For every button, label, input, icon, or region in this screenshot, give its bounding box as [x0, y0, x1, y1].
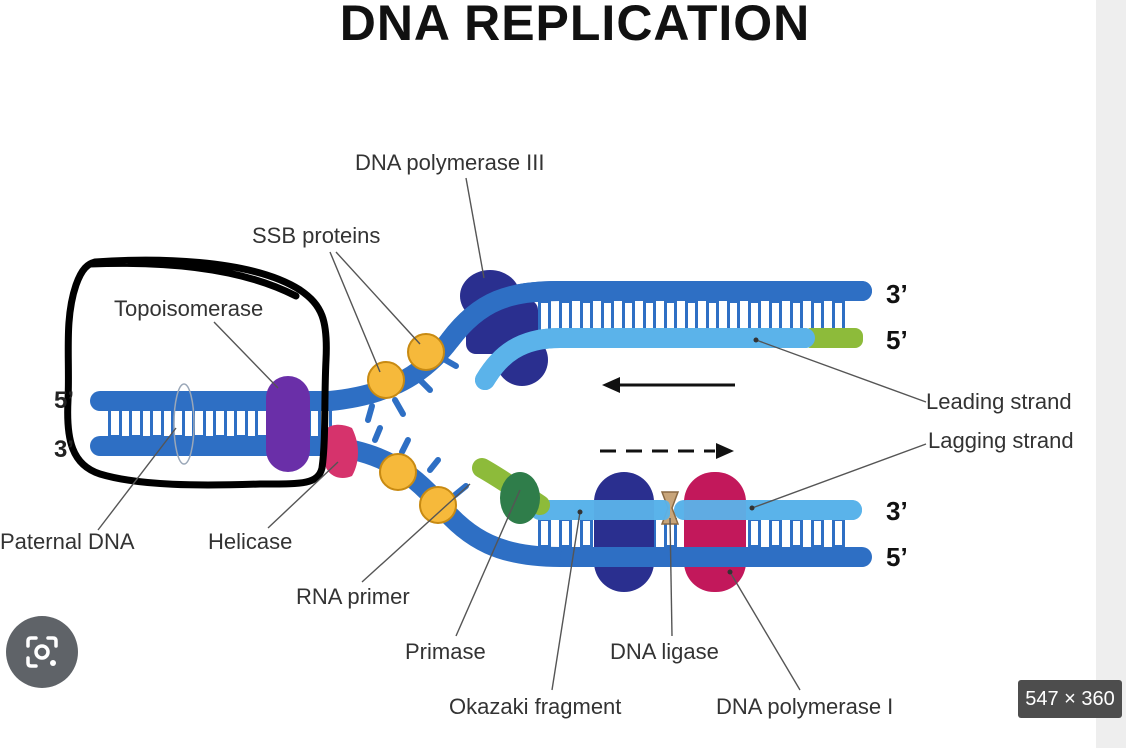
ssb-protein	[367, 361, 405, 399]
end-label-right-lower-top: 3’	[886, 496, 908, 526]
label-leading-strand: Leading strand	[926, 389, 1072, 414]
base-pair	[538, 300, 551, 338]
base-pair	[213, 408, 227, 438]
ssb-protein	[407, 333, 445, 371]
leader-dots	[577, 337, 759, 575]
base-pair	[832, 518, 845, 548]
upper-ssb-stubs	[365, 355, 459, 423]
base-pair	[234, 408, 248, 438]
base-pair	[580, 518, 593, 548]
label-primase: Primase	[405, 639, 486, 664]
label-ssb-proteins: SSB proteins	[252, 223, 380, 248]
dna-polymerase-iii-lower	[594, 472, 654, 592]
base-pair	[769, 518, 782, 548]
base-pair	[255, 408, 269, 438]
diagram-title: DNA REPLICATION	[340, 0, 811, 51]
label-paternal-dna: Paternal DNA	[0, 529, 135, 554]
label-rna-primer: RNA primer	[296, 584, 410, 609]
helicase	[323, 424, 358, 478]
label-dna-polymerase-i: DNA polymerase I	[716, 694, 893, 719]
base-pair	[790, 518, 803, 548]
image-size-badge: 547 × 360	[1018, 680, 1122, 718]
ssb-protein	[379, 453, 417, 491]
label-okazaki-fragment: Okazaki fragment	[449, 694, 621, 719]
leading-primer	[803, 328, 863, 348]
label-topoisomerase: Topoisomerase	[114, 296, 263, 321]
base-pair	[748, 518, 761, 548]
camera-search-icon	[26, 636, 58, 668]
base-pair	[150, 408, 164, 438]
parental-twist-marker	[173, 383, 195, 465]
lower-ssb-stubs	[372, 425, 469, 498]
base-pair	[171, 408, 185, 438]
dna-polymerase-i	[684, 472, 746, 592]
scrollbar-track[interactable]	[1096, 0, 1126, 748]
lower-fork	[320, 425, 872, 592]
end-label-left-top: 5’	[54, 387, 74, 414]
ssb-protein	[419, 486, 457, 524]
leader-lines	[97, 177, 927, 691]
end-label-right-lower-bottom: 5’	[886, 542, 908, 572]
base-pair	[192, 408, 206, 438]
base-pair	[538, 518, 551, 548]
primase	[500, 472, 540, 524]
end-label-right-upper-bottom: 5’	[886, 325, 908, 355]
lagging-direction-arrow	[600, 443, 734, 459]
end-label-right-upper-top: 3’	[886, 279, 908, 309]
base-pair	[108, 408, 122, 438]
visual-search-button[interactable]	[6, 616, 78, 688]
label-helicase: Helicase	[208, 529, 292, 554]
upper-fork	[320, 270, 872, 423]
label-dna-polymerase-iii: DNA polymerase III	[355, 150, 545, 175]
label-lagging-strand: Lagging strand	[928, 428, 1074, 453]
end-label-left-bottom: 3’	[54, 436, 74, 463]
base-pair	[559, 518, 572, 548]
label-dna-ligase: DNA ligase	[610, 639, 719, 664]
topoisomerase	[266, 376, 310, 472]
base-pair	[129, 408, 143, 438]
leading-direction-arrow	[602, 377, 735, 393]
base-pair	[811, 518, 824, 548]
hand-drawn-annotation	[64, 256, 330, 489]
